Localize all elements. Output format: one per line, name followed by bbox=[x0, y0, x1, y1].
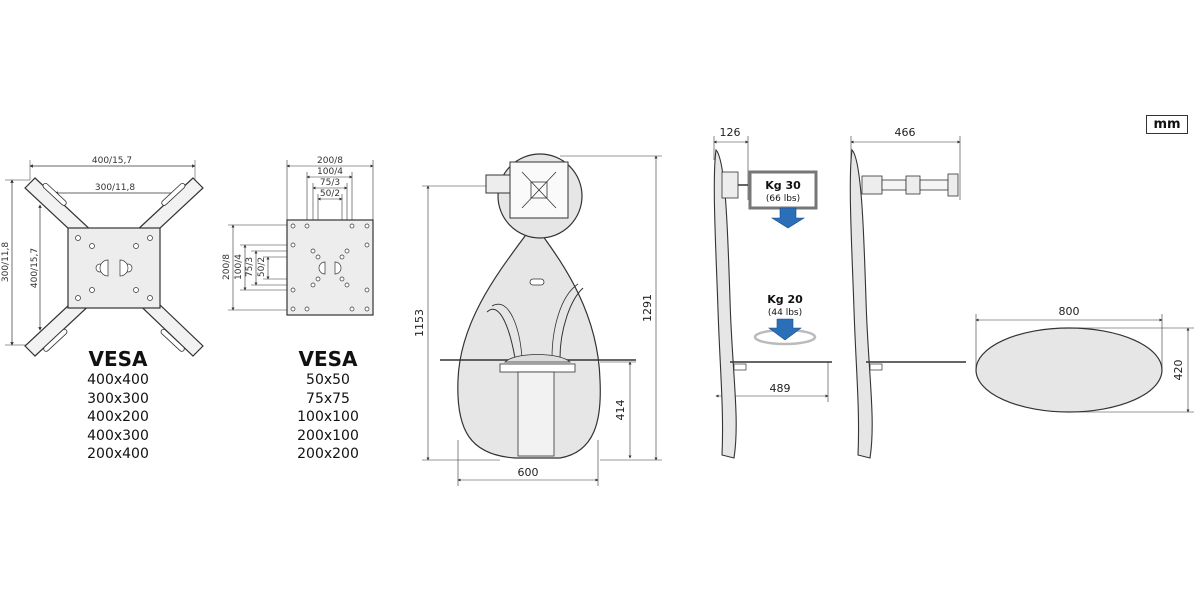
stand-side-view-2 bbox=[849, 136, 966, 459]
dim-side1-depth-126: 126 bbox=[720, 126, 741, 139]
vesa-large-size: 200x400 bbox=[87, 446, 149, 462]
dim-small-left-50: 50/2 bbox=[257, 257, 267, 277]
load-shelf-main: Kg 20 bbox=[767, 293, 803, 306]
dim-shelf-depth-420: 420 bbox=[1172, 360, 1185, 381]
vesa-small-size: 100x100 bbox=[297, 409, 359, 425]
vesa-small-title: VESA bbox=[298, 347, 358, 371]
load-indicator-shelf bbox=[753, 318, 817, 346]
dim-large-left-inner: 400/15,7 bbox=[30, 248, 40, 288]
vesa-plate-small bbox=[228, 160, 374, 316]
vesa-plate-large bbox=[5, 160, 204, 357]
vesa-large-size: 400x300 bbox=[87, 427, 149, 444]
dim-large-left-outer: 300/11,8 bbox=[1, 242, 11, 283]
stand-front-view bbox=[422, 153, 662, 486]
load-mount-main: Kg 30 bbox=[765, 179, 801, 192]
dim-small-left-200: 200/8 bbox=[222, 254, 232, 280]
shelf-top-view bbox=[975, 314, 1194, 413]
dim-shelf-width-800: 800 bbox=[1059, 305, 1080, 318]
vesa-small-size: 200x100 bbox=[297, 427, 359, 444]
vesa-small-list: 50x50 75x75 100x100 200x100 200x200 bbox=[288, 371, 368, 464]
vesa-small-size: 75x75 bbox=[306, 390, 350, 407]
dim-small-top-100: 100/4 bbox=[317, 167, 343, 177]
dim-front-height-1291: 1291 bbox=[641, 294, 654, 322]
dim-side2-depth-466: 466 bbox=[895, 126, 916, 139]
load-shelf-sub: (44 lbs) bbox=[768, 308, 802, 318]
dim-small-top-50: 50/2 bbox=[320, 189, 340, 199]
dim-side1-shelf-489: 489 bbox=[770, 382, 791, 395]
dim-front-height-1153: 1153 bbox=[413, 309, 426, 337]
vesa-large-size: 400x400 bbox=[87, 372, 149, 388]
dim-small-top-75: 75/3 bbox=[320, 178, 340, 188]
dim-front-width-600: 600 bbox=[518, 466, 539, 479]
load-indicator-mount bbox=[748, 170, 818, 229]
dim-small-left-100: 100/4 bbox=[234, 254, 244, 280]
stand-side-view-1 bbox=[713, 136, 832, 459]
dim-large-top-outer: 400/15,7 bbox=[92, 156, 132, 166]
vesa-large-size: 400x200 bbox=[87, 409, 149, 425]
vesa-large-list: 400x400 300x300 400x200 400x300 200x400 bbox=[78, 371, 158, 464]
dim-front-shelf-414: 414 bbox=[614, 400, 627, 421]
vesa-large-size: 300x300 bbox=[87, 390, 149, 407]
vesa-small-size: 50x50 bbox=[306, 372, 350, 388]
unit-label: mm bbox=[1146, 115, 1188, 134]
vesa-small-size: 200x200 bbox=[297, 446, 359, 462]
vesa-large-title: VESA bbox=[88, 347, 148, 371]
dim-large-top-inner: 300/11,8 bbox=[95, 183, 136, 193]
dim-small-left-75: 75/3 bbox=[245, 257, 255, 277]
load-mount-sub: (66 lbs) bbox=[766, 194, 800, 204]
dim-small-top-200: 200/8 bbox=[317, 156, 343, 166]
